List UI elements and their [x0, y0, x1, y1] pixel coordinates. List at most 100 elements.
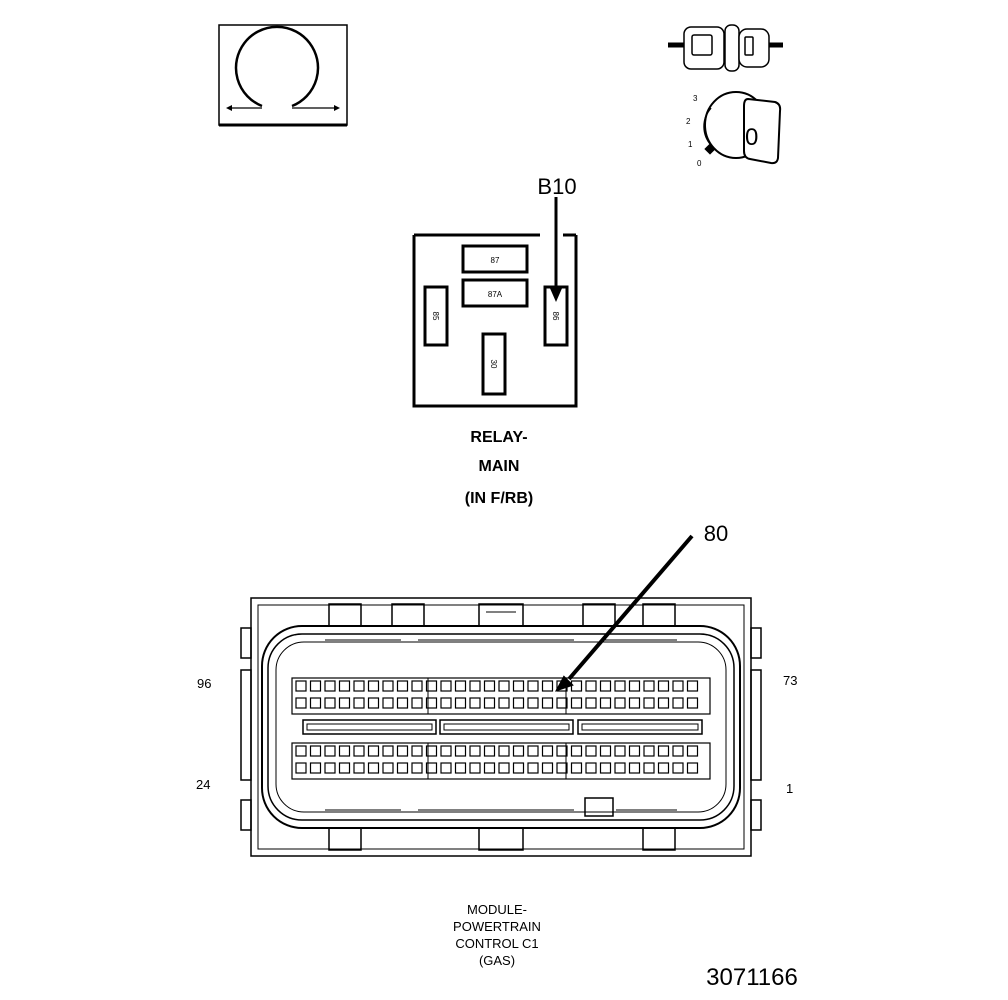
ignition-key-switch-icon: 3 2 1 0 0: [686, 91, 782, 168]
pin-cavity: [295, 680, 307, 692]
relay-main: 87 87A 85 86 30 B10 RELAY- MAIN (IN F/RB…: [412, 174, 578, 507]
pin-cavity: [469, 762, 481, 774]
pin-cavity: [338, 762, 351, 774]
pin-cavity: [628, 762, 641, 774]
pin-cavity: [614, 762, 626, 774]
pin-cavity: [556, 697, 568, 709]
relay-title-line-3: (IN F/RB): [465, 490, 533, 507]
pin-cavity: [367, 762, 380, 774]
pin-cavity: [570, 697, 583, 709]
pin-cavity: [643, 762, 655, 774]
pin-cavity: [338, 697, 351, 709]
pin-cavity: [425, 697, 438, 709]
relay-title-line-2: MAIN: [479, 458, 520, 475]
pin-cavity: [440, 697, 452, 709]
pin-cavity: [411, 762, 423, 774]
pin-cavity: [686, 745, 699, 757]
pin-cavity: [599, 697, 612, 709]
pin-cavity: [585, 762, 597, 774]
pin-cavity: [483, 680, 496, 692]
pin-cavity: [628, 680, 641, 692]
pin-cavity: [686, 697, 699, 709]
terminal-87a-label: 87A: [488, 290, 503, 299]
pin-cavity: [614, 745, 626, 757]
pin-cavity: [657, 762, 670, 774]
pin-cavity: [309, 762, 322, 774]
connector-callout-arrow: [567, 534, 694, 681]
pin-cavity: [454, 745, 467, 757]
terminal-30: 30: [481, 332, 507, 396]
pin-cavity: [556, 745, 568, 757]
connector-title-line-2: POWERTRAIN: [453, 919, 541, 934]
pin-cavity: [541, 680, 554, 692]
pin-cavity: [396, 680, 409, 692]
pin-cavity: [411, 745, 423, 757]
loop-symbol-icon: [218, 24, 348, 127]
pin-cavity: [498, 762, 510, 774]
pin-cavity: [483, 762, 496, 774]
figure-number: 3071166: [706, 964, 798, 991]
pin-cavity: [367, 745, 380, 757]
pin-cavity: [353, 697, 365, 709]
pin-cavity: [454, 762, 467, 774]
pin-cavity: [541, 697, 554, 709]
pin-cavity: [672, 697, 684, 709]
pin-label-1: 1: [786, 781, 793, 796]
plug-connector-icon: [668, 24, 783, 72]
pin-cavity: [512, 680, 525, 692]
key-position-2: 2: [686, 117, 691, 126]
key-label: 0: [745, 124, 758, 151]
relay-title-line-1: RELAY-: [470, 429, 527, 446]
pin-cavity: [367, 697, 380, 709]
pin-cavity: [585, 697, 597, 709]
key-position-3: 3: [693, 94, 698, 103]
terminal-85: 85: [423, 285, 449, 347]
pin-cavity: [353, 745, 365, 757]
pin-cavity: [353, 680, 365, 692]
pin-cavity: [657, 745, 670, 757]
pin-cavity: [643, 745, 655, 757]
pin-cavity: [672, 762, 684, 774]
pin-cavity: [411, 697, 423, 709]
pcm-connector-c1: [240, 597, 762, 857]
pin-cavity: [570, 762, 583, 774]
pin-cavity: [324, 680, 336, 692]
pin-cavity: [527, 745, 539, 757]
pin-cavity: [498, 745, 510, 757]
pin-cavity: [599, 762, 612, 774]
connector-callout: 80: [704, 521, 728, 546]
pin-cavity: [338, 680, 351, 692]
key-position-0: 0: [697, 159, 702, 168]
terminal-87: 87: [461, 244, 529, 274]
pin-cavity: [382, 680, 394, 692]
pin-cavity: [614, 680, 626, 692]
pin-cavity: [599, 680, 612, 692]
pin-cavity: [512, 745, 525, 757]
pin-cavity: [512, 762, 525, 774]
pin-label-24: 24: [196, 777, 210, 792]
pin-cavity: [440, 762, 452, 774]
pin-cavity: [382, 697, 394, 709]
pin-cavity: [367, 680, 380, 692]
terminal-30-label: 30: [489, 360, 498, 369]
pin-cavity: [599, 745, 612, 757]
pin-cavity: [382, 745, 394, 757]
pin-cavity: [309, 697, 322, 709]
terminal-87-label: 87: [491, 256, 500, 265]
pin-cavity: [512, 697, 525, 709]
pin-cavity: [527, 680, 539, 692]
pin-cavity: [686, 680, 699, 692]
pin-cavity: [454, 697, 467, 709]
pin-cavity: [585, 745, 597, 757]
pin-cavity: [628, 697, 641, 709]
terminal-87a: 87A: [461, 278, 529, 308]
pin-cavity: [425, 680, 438, 692]
pin-cavity: [338, 745, 351, 757]
pin-label-96: 96: [197, 676, 211, 691]
pin-cavity: [469, 745, 481, 757]
pin-cavity: [469, 697, 481, 709]
pin-cavity: [440, 680, 452, 692]
pin-cavity: [570, 680, 583, 692]
pin-cavity: [498, 697, 510, 709]
pin-cavity: [382, 762, 394, 774]
